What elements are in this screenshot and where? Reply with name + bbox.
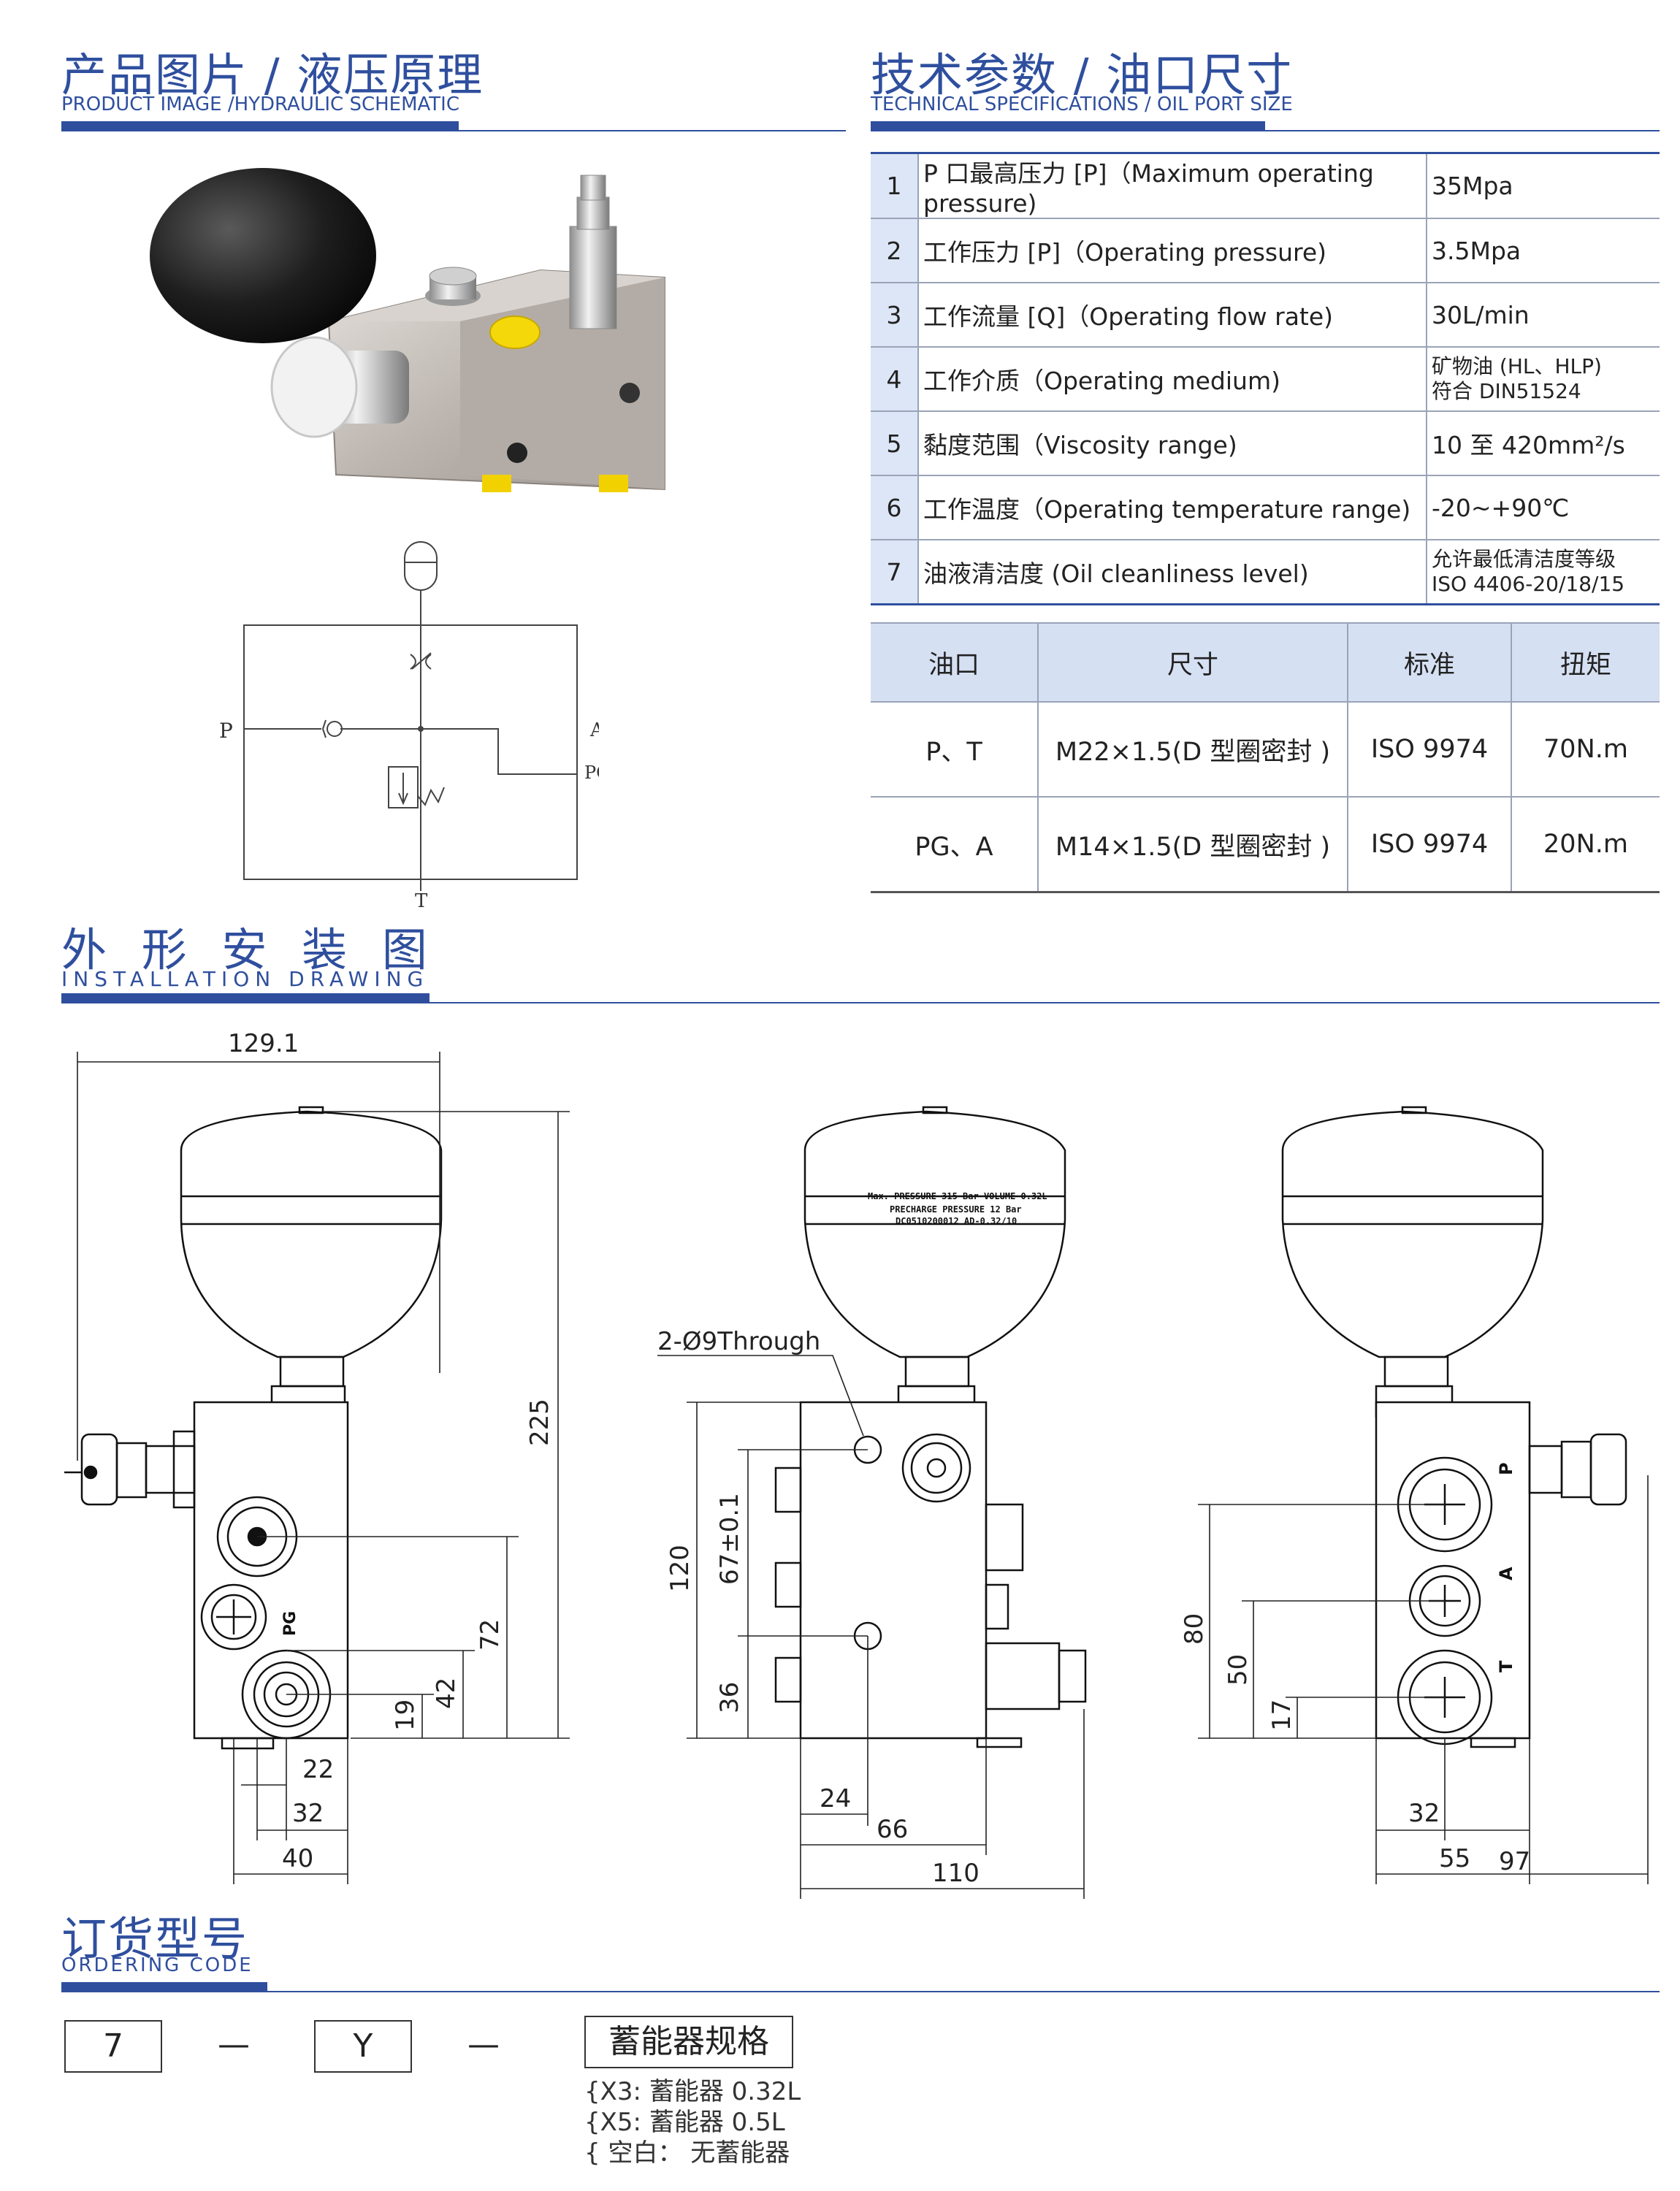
spec-value: -20~+90℃ — [1426, 475, 1660, 540]
dim-width-22: 22 — [302, 1755, 334, 1784]
schematic-boundary — [243, 624, 578, 880]
product-title-bar — [61, 121, 459, 131]
ordering-option: { 空白： 无蓄能器 — [584, 2138, 790, 2168]
dim-height-50: 50 — [1223, 1654, 1253, 1686]
product-section-subtitle: PRODUCT IMAGE /HYDRAULIC SCHEMATIC — [61, 93, 459, 115]
accumulator-label-line-1: Max. PRESSURE 315 Bar VOLUME 0.32L — [868, 1191, 1047, 1201]
dim-width-40: 40 — [282, 1844, 313, 1873]
ordering-option: {X3: 蓄能器 0.32L — [584, 2077, 801, 2106]
install-title-rule — [61, 1002, 1660, 1003]
ordering-code-box-accumulator: 蓄能器规格 — [584, 2016, 793, 2068]
port-header: 扭矩 — [1511, 622, 1660, 703]
dim-height-120: 120 — [665, 1545, 695, 1592]
install-section-subtitle: INSTALLATION DRAWING — [61, 967, 429, 991]
product-section-title: 产品图片 / 液压原理 — [61, 48, 484, 102]
schematic-label-p: P — [219, 719, 233, 743]
schematic-label-t: T — [415, 890, 428, 912]
installation-drawing: 129.1 225 72 42 19 22 32 40 PG 2-Ø9Throu… — [64, 1029, 1649, 1899]
accumulator-label-line-3: DC0510200012 AD-0.32/10 — [896, 1216, 1017, 1226]
spec-row: 1 P 口最高压力 [P]（Maximum operating pressure… — [871, 152, 1660, 219]
ordering-title-bar — [61, 1982, 267, 1992]
dim-width-97: 97 — [1499, 1847, 1530, 1876]
specs-title-bar — [871, 121, 1265, 131]
dim-width-32-right: 32 — [1408, 1799, 1440, 1828]
schematic-label-a: A — [589, 719, 599, 741]
spec-row: 4 工作介质（Operating medium) 矿物油 (HL、HLP) 符合… — [871, 346, 1660, 412]
port-row: PG、A M14×1.5(D 型圈密封 ) ISO 9974 20N.m — [871, 796, 1660, 893]
schematic-accumulator-icon — [404, 541, 438, 591]
spec-value: 10 至 420mm²/s — [1426, 410, 1660, 476]
pg-port-label: PG — [281, 1611, 299, 1636]
dim-width-55: 55 — [1439, 1844, 1470, 1873]
install-title-bar — [61, 993, 429, 1003]
spec-value: 3.5Mpa — [1426, 218, 1660, 283]
spec-row: 3 工作流量 [Q]（Operating flow rate) 30L/min — [871, 282, 1660, 348]
spec-row: 7 油液清洁度 (Oil cleanliness level) 允许最低清洁度等… — [871, 539, 1660, 605]
port-header: 油口 — [871, 622, 1039, 703]
hole-note: 2-Ø9Through — [657, 1327, 820, 1356]
specs-section-subtitle: TECHNICAL SPECIFICATIONS / OIL PORT SIZE — [871, 93, 1293, 115]
product-photo — [150, 168, 665, 492]
dim-width-32: 32 — [292, 1799, 324, 1828]
dim-height-80: 80 — [1180, 1613, 1209, 1645]
dim-width-129-1: 129.1 — [228, 1029, 299, 1058]
spec-label: 工作流量 [Q]（Operating flow rate) — [917, 282, 1427, 348]
port-row: P、T M22×1.5(D 型圈密封 ) ISO 9974 70N.m — [871, 701, 1660, 798]
spec-value: 矿物油 (HL、HLP) 符合 DIN51524 — [1426, 346, 1660, 412]
port-label-a: A — [1496, 1567, 1516, 1580]
port-label-t: T — [1496, 1660, 1516, 1672]
ordering-section-subtitle: ORDERING CODE — [61, 1954, 253, 1976]
spec-label: 工作介质（Operating medium) — [917, 346, 1427, 412]
side-view-left — [64, 1106, 443, 1750]
hydraulic-schematic: P A PG T — [219, 541, 599, 912]
ordering-title-rule — [61, 1991, 1660, 1992]
dim-width-110: 110 — [932, 1859, 980, 1888]
spec-value: 35Mpa — [1426, 152, 1660, 219]
dim-height-17: 17 — [1267, 1699, 1297, 1731]
ordering-dash-2: — — [467, 2026, 500, 2063]
install-section-title: 外 形 安 装 图 — [61, 923, 438, 976]
specs-section-title: 技术参数 / 油口尺寸 — [871, 48, 1294, 102]
specs-title-rule — [871, 130, 1660, 131]
dim-height-42: 42 — [432, 1678, 461, 1709]
spec-label: P 口最高压力 [P]（Maximum operating pressure) — [917, 152, 1427, 219]
accumulator-label-line-2: PRECHARGE PRESSURE 12 Bar — [890, 1204, 1022, 1215]
dim-height-67: 67±0.1 — [715, 1493, 744, 1585]
ordering-dash-1: — — [218, 2026, 250, 2063]
ordering-code-box-series: 7 — [64, 2020, 162, 2073]
spec-row: 2 工作压力 [P]（Operating pressure) 3.5Mpa — [871, 218, 1660, 283]
spec-label: 油液清洁度 (Oil cleanliness level) — [917, 539, 1427, 605]
spec-label: 工作压力 [P]（Operating pressure) — [917, 218, 1427, 283]
spec-value: 允许最低清洁度等级 ISO 4406-20/18/15 — [1426, 539, 1660, 605]
spec-table: 1 P 口最高压力 [P]（Maximum operating pressure… — [871, 152, 1660, 605]
dim-height-19: 19 — [391, 1699, 420, 1731]
dim-height-72: 72 — [476, 1619, 505, 1651]
ordering-option: {X5: 蓄能器 0.5L — [584, 2108, 785, 2137]
dim-height-225: 225 — [525, 1399, 554, 1446]
port-header: 标准 — [1347, 622, 1512, 703]
port-size-table: 油口 尺寸 标准 扭矩 P、T M22×1.5(D 型圈密封 ) ISO 997… — [871, 622, 1660, 893]
spec-row: 5 黏度范围（Viscosity range) 10 至 420mm²/s — [871, 410, 1660, 476]
spec-label: 工作温度（Operating temperature range) — [917, 475, 1427, 540]
port-label-p: P — [1496, 1462, 1516, 1475]
ordering-code-box-type: Y — [314, 2020, 412, 2073]
ordering-section-title: 订货型号 — [61, 1912, 249, 1965]
spec-value: 30L/min — [1426, 282, 1660, 348]
dim-width-66: 66 — [877, 1815, 908, 1844]
product-title-rule — [61, 130, 846, 131]
port-header: 尺寸 — [1037, 622, 1348, 703]
spec-label: 黏度范围（Viscosity range) — [917, 410, 1427, 476]
side-view-right — [1281, 1106, 1627, 1748]
front-view — [774, 1106, 1087, 1748]
schematic-label-pg: PG — [584, 762, 599, 783]
spec-row: 6 工作温度（Operating temperature range) -20~… — [871, 475, 1660, 540]
dim-width-24: 24 — [820, 1784, 851, 1813]
dim-height-36: 36 — [715, 1682, 744, 1713]
